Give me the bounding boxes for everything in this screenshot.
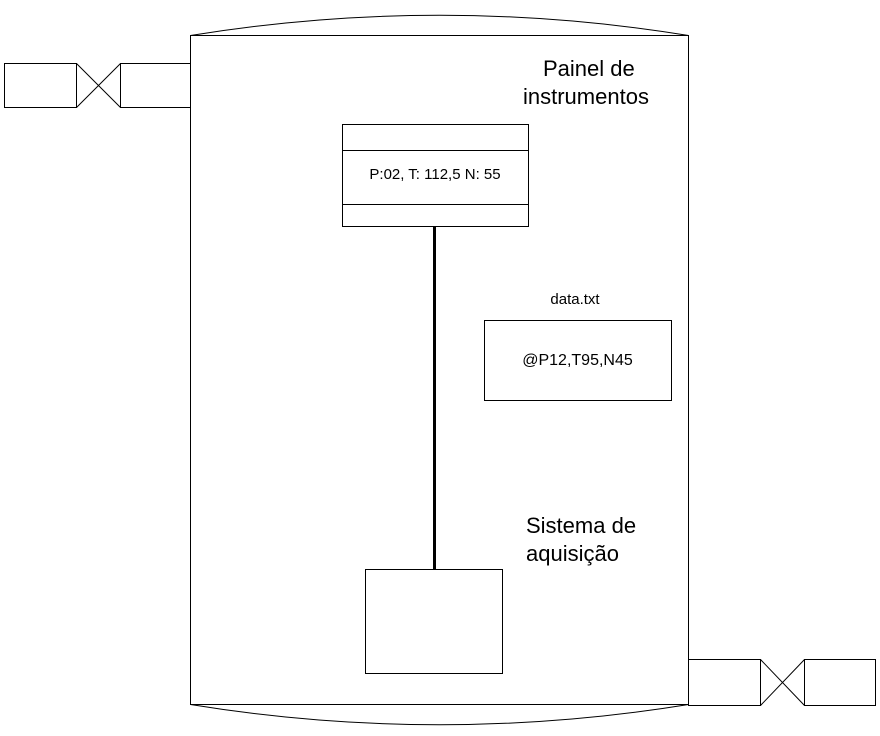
- panel-readout: P:02, T: 112,5 N: 55: [369, 166, 501, 183]
- acquisition-title-line1: Sistema de: [526, 513, 637, 538]
- panel-title-line2: instrumentos: [523, 84, 649, 109]
- inlet-pipe-right: [120, 63, 191, 108]
- vessel-bottom-cap: [190, 704, 689, 726]
- file-name-label: data.txt: [550, 291, 600, 308]
- gate-valve-icon: [76, 63, 121, 108]
- inlet-valve-assembly: [4, 63, 191, 108]
- outlet-pipe-left: [688, 659, 761, 706]
- gate-valve-icon: [760, 659, 805, 706]
- vessel-body: [190, 35, 689, 705]
- acquisition-title-line2: aquisição: [526, 541, 619, 566]
- vessel-top-cap: [190, 14, 689, 36]
- inlet-pipe-left: [4, 63, 77, 108]
- file-content: @P12,T95,N45: [522, 352, 633, 369]
- outlet-valve-assembly: [688, 659, 876, 706]
- data-file-box: [484, 320, 672, 401]
- instrument-panel-box: [342, 124, 529, 227]
- panel-title-line1: Painel de: [543, 56, 635, 81]
- outlet-pipe-right: [804, 659, 876, 706]
- acquisition-system-box: [365, 569, 503, 674]
